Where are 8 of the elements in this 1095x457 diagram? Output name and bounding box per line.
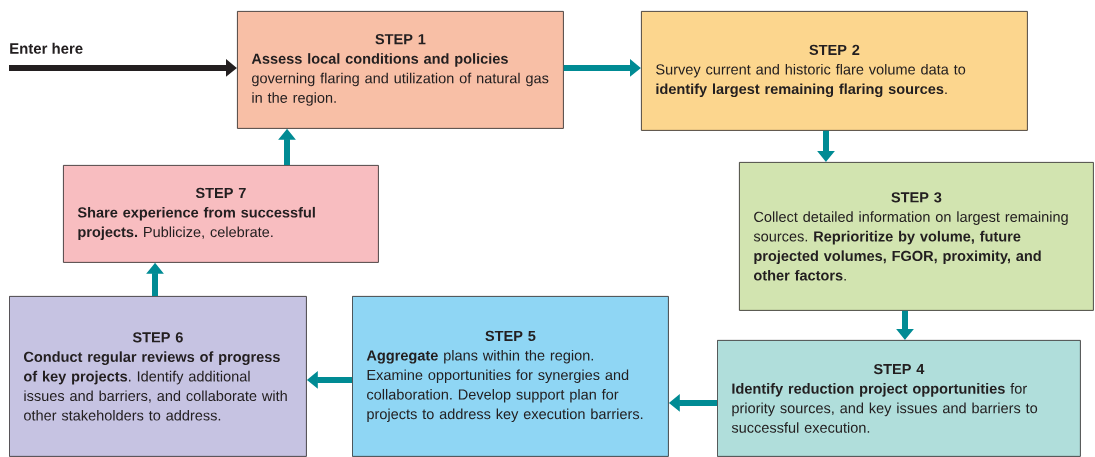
step-box: STEP 5 Aggregate plans within the region. Examine opportunities for synergies and collaboration. Develop support plan for projects to address key execution barriers. <box>352 296 669 457</box>
step-box: STEP 3 Collect detailed information on largest remaining sources. Reprioritize by volume, future projected volumes, FGOR, proximity, and other factors. <box>739 162 1094 311</box>
step-box: STEP 6 Conduct regular reviews of progress of key projects. Identify additional issues and barriers, and collaborate with other stakeholders to address. <box>9 296 307 457</box>
entry-label: Enter here <box>10 42 83 54</box>
step-box: STEP 4 Identify reduction project opportunities for priority sources, and key issues and barriers to successful execution. <box>717 340 1081 457</box>
step-box: STEP 1 Assess local conditions and policies governing flaring and utilization of natural gas in the region. <box>237 11 564 129</box>
step-box: STEP 2 Survey current and historic flare volume data to identify largest remaining flaring sources. <box>641 11 1028 131</box>
step-box: STEP 7 Share experience from successful projects. Publicize, celebrate. <box>63 165 379 263</box>
